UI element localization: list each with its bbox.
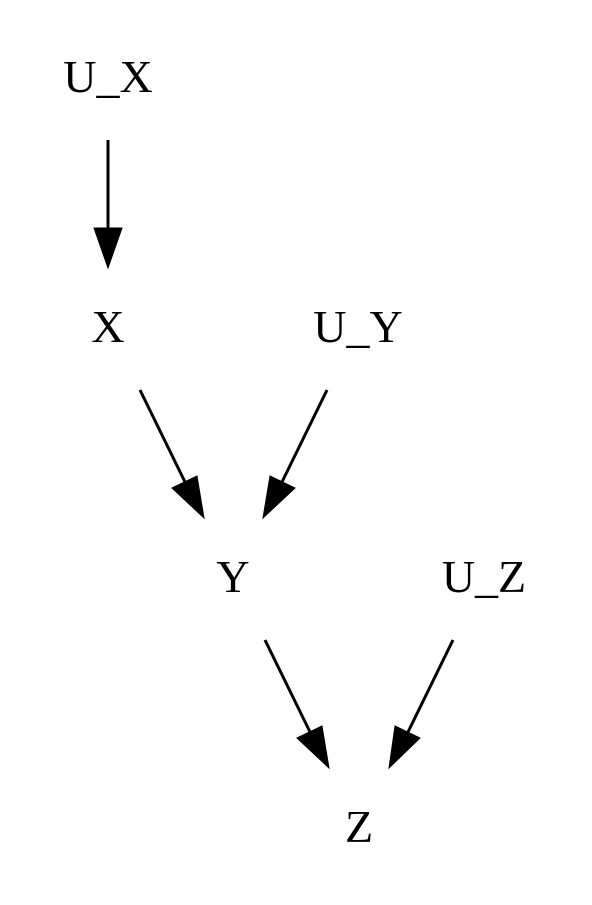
edge-y-z-arrowhead — [296, 725, 330, 770]
node-x: X — [91, 301, 124, 352]
edge-uy-y — [262, 389, 329, 520]
node-u-y: U_Y — [313, 301, 402, 352]
edge-ux-x-arrowhead — [93, 227, 123, 270]
edge-x-y-arrowhead — [171, 475, 205, 520]
edge-y-z — [263, 639, 330, 770]
edge-uz-z-line — [406, 639, 455, 733]
edge-x-y-line — [138, 389, 187, 483]
edge-uz-z-arrowhead — [388, 725, 421, 770]
node-u-x: U_X — [63, 51, 152, 102]
edge-ux-x — [93, 140, 123, 270]
edge-uz-z — [388, 639, 455, 770]
edge-y-z-line — [263, 639, 312, 733]
edge-x-y — [138, 389, 205, 520]
node-u-z: U_Z — [442, 551, 526, 602]
node-y: Y — [216, 551, 249, 602]
node-z: Z — [345, 801, 373, 852]
edge-uy-y-arrowhead — [262, 475, 296, 520]
edge-uy-y-line — [280, 389, 329, 483]
